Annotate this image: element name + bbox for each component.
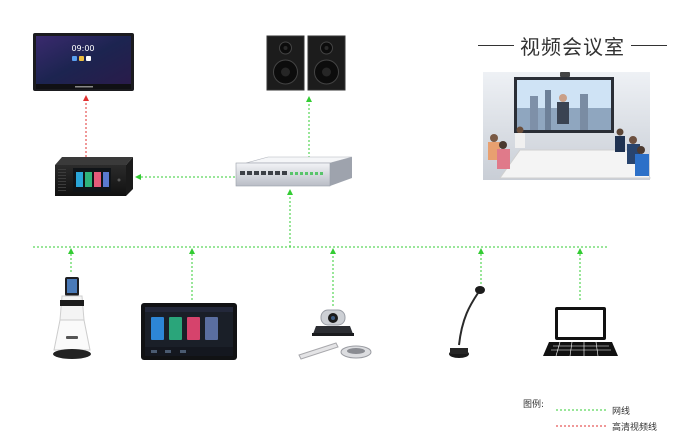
legend-label-hdmi: 高清视频线 [612,423,658,433]
speaker-right [307,35,346,91]
interactive-display: 09:00 [33,33,134,91]
diagram-title: 视频会议室 [470,30,675,60]
speakers [266,35,346,91]
gooseneck-microphone [449,286,485,358]
display-clock: 09:00 [71,44,94,53]
title-dash-left [478,44,514,46]
speaker-left [266,35,305,91]
robot-terminal [53,277,91,359]
laptop [543,307,618,357]
network-switch [235,156,353,187]
legend-label-network: 网线 [612,407,631,417]
conference-room-photo [483,72,651,180]
legend-swatches [556,409,606,427]
conference-camera [298,309,372,360]
title-dash-right [631,44,667,46]
network-lines [33,96,609,306]
title-text: 视频会议室 [520,34,625,59]
touch-control-panel [141,303,237,360]
legend-heading: 图例: [523,400,545,410]
av-host-box [55,157,133,196]
